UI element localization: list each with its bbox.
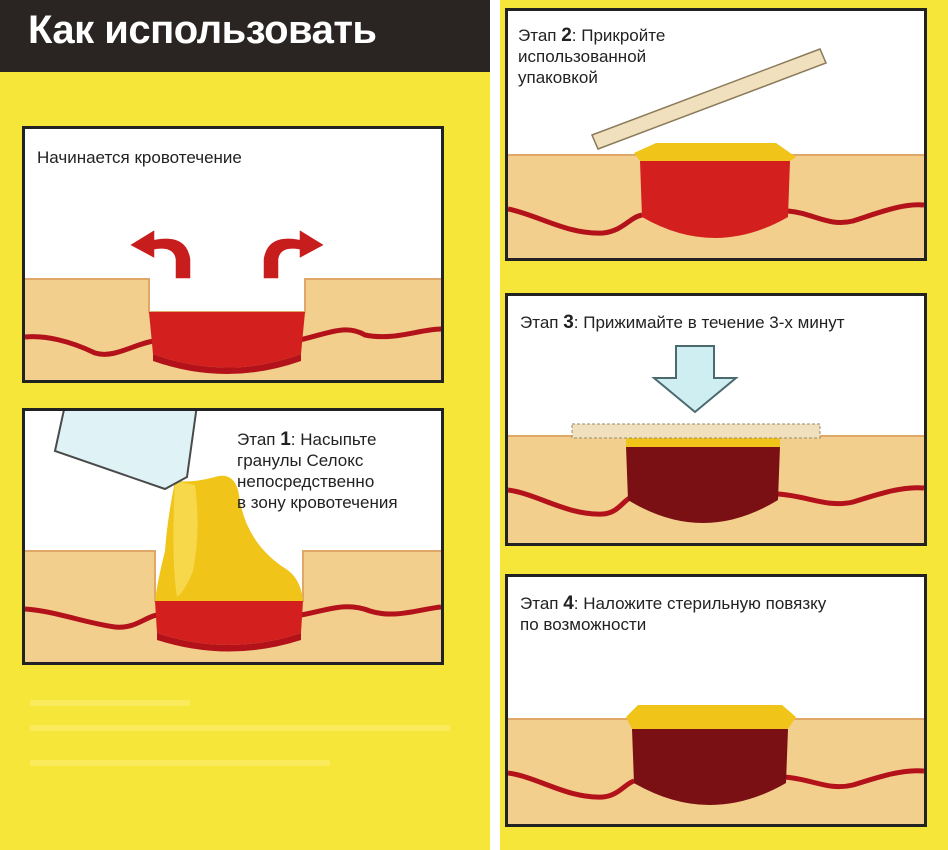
press-down-arrow-icon (651, 345, 739, 414)
blood-vessel (25, 326, 441, 357)
step-label: Этап (520, 594, 559, 613)
page-title: Как использовать (28, 8, 377, 52)
wound-blood (640, 161, 790, 238)
panel-step3: Этап 3: Прижимайте в течение 3-х минут (505, 293, 927, 546)
faint-streak (30, 725, 450, 731)
clot (626, 446, 780, 523)
faint-streak (30, 760, 330, 766)
arrow-right-icon (262, 227, 327, 280)
step-label: Этап (520, 313, 559, 332)
step1-illustration (25, 411, 441, 662)
step-number: 4 (563, 593, 574, 614)
panel-step4: Этап 4: Наложите стерильную повязку по в… (505, 574, 927, 827)
faint-streak (30, 700, 190, 706)
step-text: : Насыпьте (290, 430, 377, 449)
step-text: : Наложите стерильную повязку (573, 594, 827, 613)
step-label: Этап (237, 430, 276, 449)
step-text-line: гранулы Селокс (237, 451, 364, 470)
title-bar: Как использовать (0, 0, 490, 72)
caption-step1: Этап 1: Насыпьте гранулы Селокс непосред… (237, 429, 398, 513)
caption-step4: Этап 4: Наложите стерильную повязку по в… (520, 593, 826, 635)
step3-illustration (508, 345, 924, 543)
arrow-left-icon (127, 227, 192, 280)
clot (632, 729, 788, 805)
wound-blood (149, 312, 305, 368)
panel-step2: Этап 2: Прикройте использованной упаковк… (505, 8, 927, 261)
step-text: : Прикройте (571, 26, 666, 45)
caption-step2: Этап 2: Прикройте использованной упаковк… (518, 25, 665, 88)
blood-vessel (508, 768, 924, 800)
step-number: 3 (563, 312, 574, 333)
granules-pile-shade (173, 481, 198, 597)
step-text: : Прижимайте в течение 3-х минут (573, 313, 845, 332)
step-number: 1 (280, 429, 291, 450)
wound-bottom (153, 354, 301, 374)
step-text-line: непосредственно (237, 472, 375, 491)
blood-vessel (508, 202, 924, 236)
granules-layer (626, 438, 780, 447)
step2-illustration (508, 48, 924, 258)
packet-icon (53, 411, 198, 491)
step-text-line: использованной (518, 47, 647, 66)
step4-illustration (508, 705, 924, 824)
bandage-layer (626, 705, 796, 729)
wound-bottom (157, 633, 301, 652)
packet-icon (571, 423, 821, 439)
step-text-line: по возможности (520, 615, 647, 634)
packet-icon (591, 48, 827, 150)
wound-blood (155, 601, 303, 645)
step-label: Этап (518, 26, 557, 45)
bleeding-illustration (25, 227, 441, 380)
caption-step3: Этап 3: Прижимайте в течение 3-х минут (520, 312, 845, 333)
step-number: 2 (561, 25, 572, 46)
granules-layer (634, 143, 796, 161)
column-divider (490, 0, 500, 850)
caption-start: Начинается кровотечение (37, 148, 242, 167)
blood-vessel (25, 604, 441, 630)
panel-start: Начинается кровотечение (22, 126, 444, 383)
blood-vessel (508, 485, 924, 517)
step-text-line: в зону кровотечения (237, 493, 398, 512)
step-text-line: упаковкой (518, 68, 598, 87)
panel-step1: Этап 1: Насыпьте гранулы Селокс непосред… (22, 408, 444, 665)
